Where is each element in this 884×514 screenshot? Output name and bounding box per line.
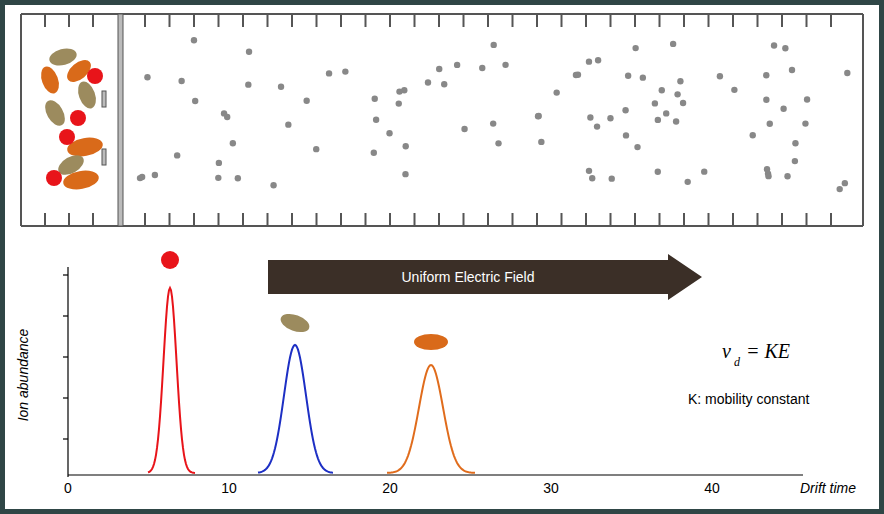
drift-tube xyxy=(21,14,863,226)
figure-panel: Uniform Electric FieldIon abundance 0 10 20… xyxy=(5,5,879,509)
axis-title: Ion abundance xyxy=(15,329,31,422)
chart-axes xyxy=(63,267,803,477)
arrow-label: Uniform Electric Field xyxy=(268,269,668,285)
axis-title: Drift time xyxy=(800,480,856,496)
equation-symbol: v xyxy=(722,340,731,363)
tick-label: 10 xyxy=(221,480,237,496)
equation-subscript: d xyxy=(734,355,740,370)
legend-note: K: mobility constant xyxy=(688,391,809,407)
peaks xyxy=(148,288,475,473)
electrode-ticks xyxy=(45,14,831,226)
equation-text: = KE xyxy=(746,340,790,363)
medium-ion-marker xyxy=(278,310,312,335)
large-ion-marker xyxy=(414,334,448,350)
buffer-gas xyxy=(137,37,851,192)
tick-label: 0 xyxy=(64,480,72,496)
small-ion-marker xyxy=(161,251,179,269)
field-arrow: Uniform Electric Field xyxy=(268,254,702,300)
tick-label: 20 xyxy=(382,480,398,496)
ion-cloud xyxy=(38,46,105,192)
tick-label: 30 xyxy=(543,480,559,496)
tick-label: 40 xyxy=(704,480,720,496)
illustration xyxy=(5,5,879,509)
